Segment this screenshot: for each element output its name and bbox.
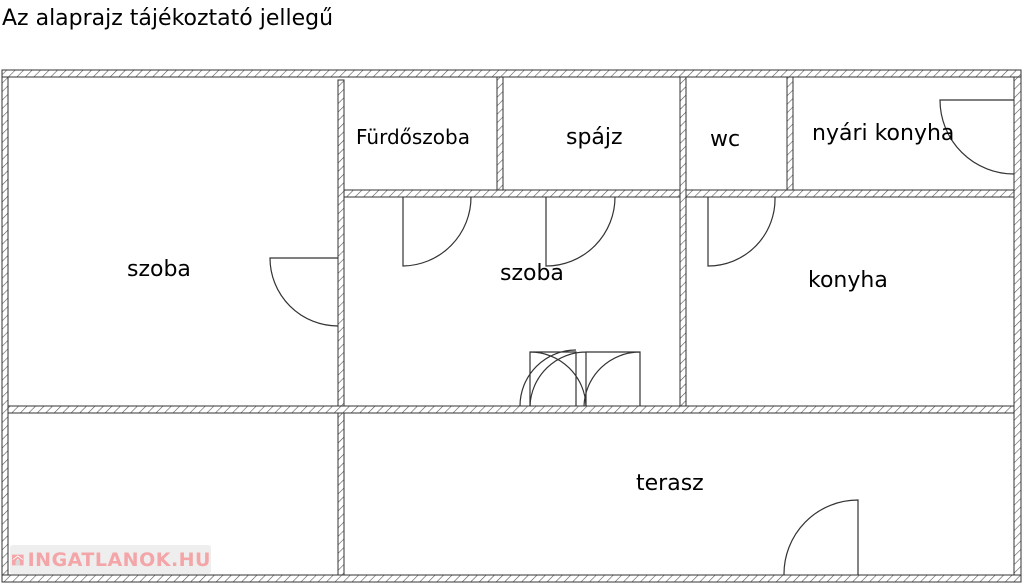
door-szoba-left	[269, 257, 339, 327]
walls	[1, 69, 1022, 583]
door-wc	[707, 196, 776, 267]
room-label-terasz: terasz	[636, 471, 704, 496]
doors	[269, 99, 1015, 576]
door-terasz	[783, 499, 859, 576]
room-label-nyari-konyha: nyári konyha	[812, 121, 954, 146]
door-nyari-konyha	[939, 99, 1015, 175]
room-label-szoba-center: szoba	[500, 261, 564, 286]
room-label-szoba-left: szoba	[127, 257, 191, 282]
room-label-konyha: konyha	[808, 268, 888, 293]
room-label-furdoszoba: Fürdőszoba	[356, 125, 470, 149]
room-label-spajz: spájz	[566, 125, 623, 150]
plan-disclaimer-title: Az alaprajz tájékoztató jellegű	[2, 6, 334, 31]
door-double-left	[519, 349, 587, 407]
door-furdoszoba	[402, 196, 472, 267]
house-logo-icon	[12, 554, 24, 565]
door-double-right	[529, 351, 641, 407]
watermark-text: INGATLANOK.HU	[27, 548, 211, 571]
watermark: INGATLANOK.HU	[10, 545, 211, 574]
room-label-wc: wc	[710, 127, 740, 152]
door-spajz	[545, 196, 616, 267]
